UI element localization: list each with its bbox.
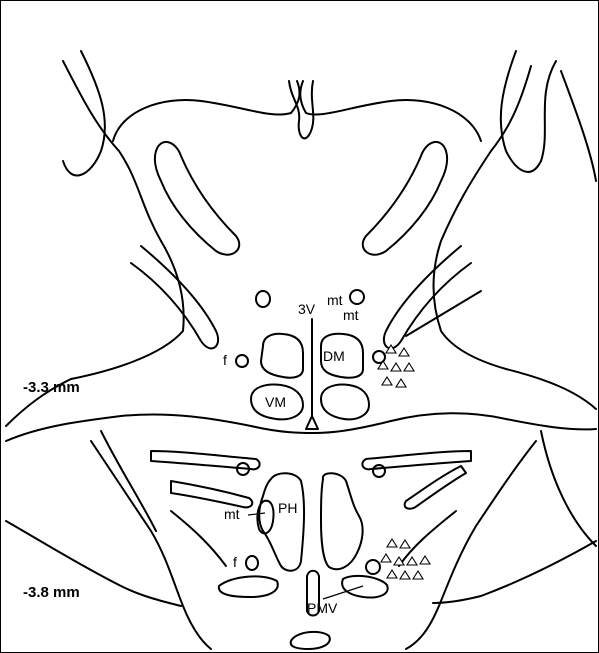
upper-brain-outline (6, 61, 596, 441)
upper-marker-triangle (404, 363, 414, 371)
label-mt-upper-2: mt (343, 307, 359, 323)
level-label-upper: -3.3 mm (23, 379, 80, 396)
lower-marker-triangle (381, 554, 391, 562)
label-mt-lower: mt (224, 506, 240, 522)
lower-ph-right (321, 473, 363, 569)
upper-vm-right (321, 385, 369, 420)
label-f-lower: f (233, 554, 237, 570)
lower-right-oblique (405, 466, 466, 509)
lower-left-far (101, 431, 156, 531)
lower-marker-triangle (400, 571, 410, 579)
label-vm: VM (265, 394, 286, 410)
lower-pmv-left (219, 576, 278, 597)
label-f-upper: f (223, 352, 227, 368)
upper-marker-triangle (391, 363, 401, 371)
upper-top-right-lobe (300, 81, 481, 141)
lower-left-oblique (171, 481, 252, 507)
label-pmv: PMV (307, 600, 338, 616)
lower-bottom-notch (291, 632, 330, 649)
lower-marker-triangle (387, 539, 397, 547)
upper-f-circle (236, 355, 248, 367)
upper-mt-left (256, 291, 270, 307)
upper-right-lateral-band (384, 246, 471, 348)
upper-markers (378, 345, 414, 387)
upper-right-outer-arc (501, 51, 556, 172)
label-3v: 3V (298, 301, 316, 317)
upper-left-outer-arc (63, 51, 105, 175)
lower-right-lateral (399, 511, 456, 566)
mt-leader-line (248, 513, 265, 515)
upper-dm-left (261, 334, 303, 378)
label-dm: DM (323, 348, 345, 364)
lower-marker-triangle (387, 570, 397, 578)
label-mt-upper-1: mt (327, 292, 343, 308)
lower-marker-triangle (420, 556, 430, 564)
lower-top-left-band (151, 451, 260, 469)
lower-pmv-right (342, 576, 388, 598)
lower-f-circle-right (366, 560, 380, 574)
lower-marker-triangle (407, 557, 417, 565)
section-upper: 3V mt mt DM VM f -3.3 mm (6, 51, 596, 441)
upper-right-lateral-band-2 (406, 291, 481, 336)
level-label-lower: -3.8 mm (23, 584, 80, 601)
lower-left-lateral (171, 511, 226, 566)
lower-ph-left (259, 473, 304, 571)
lower-marker-triangle (413, 571, 423, 579)
lower-right-outer (433, 541, 596, 603)
upper-3v-line (306, 319, 318, 429)
upper-marker-triangle (396, 379, 406, 387)
upper-right-inner-tract (363, 142, 447, 255)
upper-left-inner-tract (155, 142, 239, 255)
lower-marker-triangle (400, 540, 410, 548)
lower-circle-right-top (373, 465, 385, 477)
upper-marker-triangle (386, 345, 396, 353)
lower-top-right-band (362, 451, 471, 469)
upper-mt-right (350, 290, 364, 304)
label-ph: PH (278, 500, 297, 516)
lower-f-circle (246, 556, 258, 570)
upper-marker-triangle (399, 348, 409, 356)
upper-top-left-lobe (113, 81, 299, 141)
lower-brain-outline (91, 441, 536, 649)
section-lower: PH mt f PMV -3.8 mm (6, 431, 596, 649)
upper-right-far-arc (561, 71, 596, 181)
upper-left-lateral-band (131, 246, 218, 348)
lower-right-far (541, 431, 596, 546)
upper-marker-triangle (382, 377, 392, 385)
